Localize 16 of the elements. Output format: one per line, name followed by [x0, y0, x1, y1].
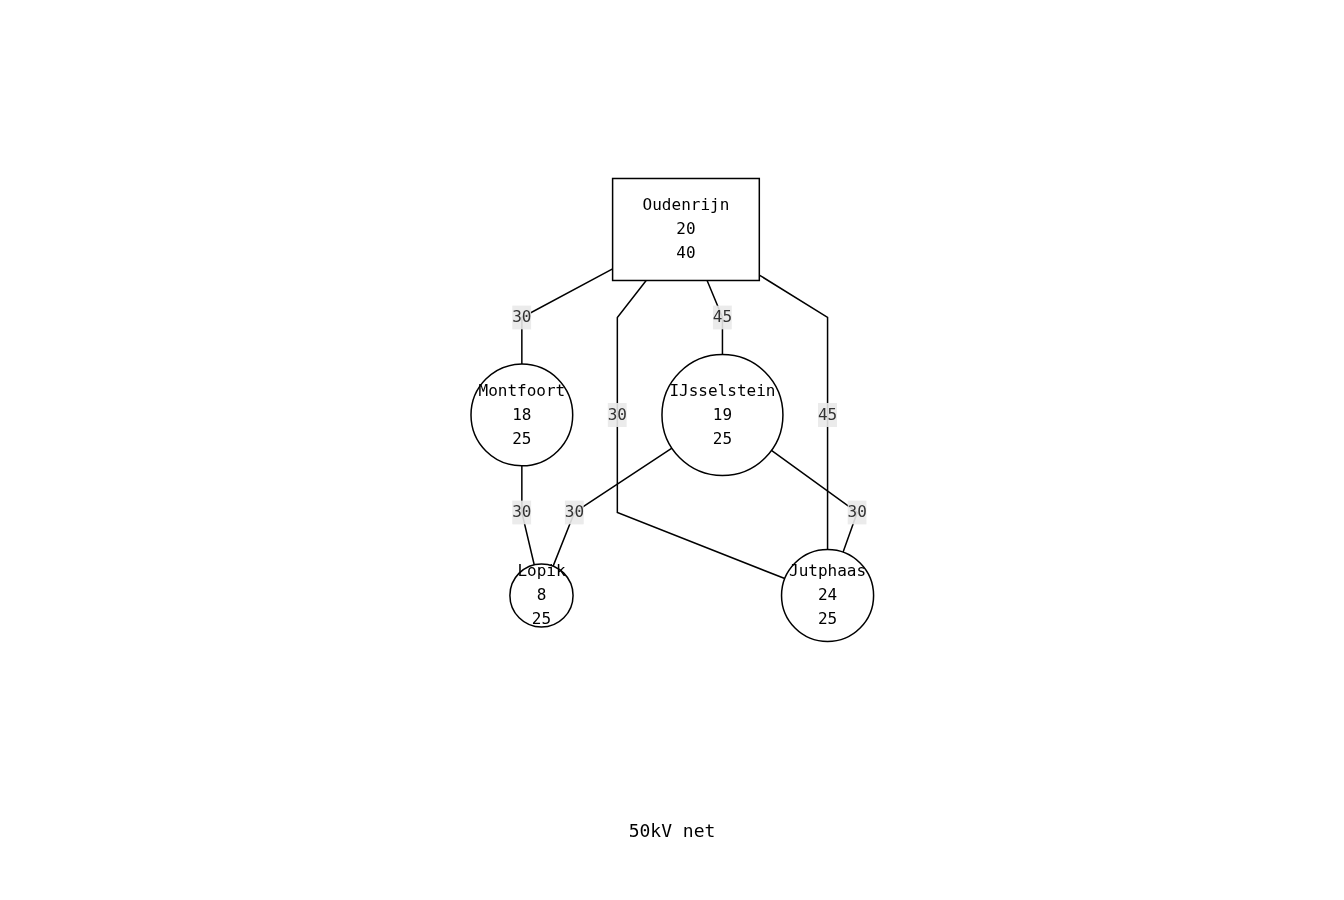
- connector: [706, 279, 723, 356]
- connector: [552, 447, 673, 567]
- node-circle: Montfoort 18 25: [469, 363, 574, 467]
- network-label: 50kV net: [627, 820, 717, 841]
- node-circle: Lopik 8 25: [508, 563, 574, 628]
- node-box: Oudenrijn 20 40: [611, 177, 760, 282]
- node-circle: Jutphaas 24 25: [780, 548, 875, 643]
- connector: [616, 279, 786, 580]
- node-circle: IJsselstein 19 25: [660, 353, 784, 477]
- edge-label: 45: [712, 307, 732, 327]
- edge-label: 45: [817, 404, 837, 424]
- edge-label: 30: [564, 502, 584, 522]
- edge-label: 30: [847, 502, 867, 522]
- edge-label: 30: [511, 307, 532, 327]
- edge-label: 30: [607, 404, 627, 424]
- edge-label: 30: [511, 502, 532, 522]
